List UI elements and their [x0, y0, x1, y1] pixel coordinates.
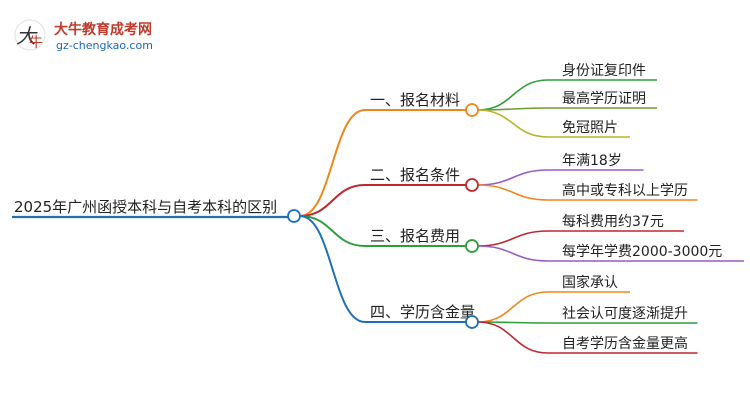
leaf-label[interactable]: 免冠照片: [562, 120, 618, 136]
branch-node-circle: [465, 178, 479, 192]
leaf-label[interactable]: 每科费用约37元: [562, 214, 664, 230]
branch-node[interactable]: 三、报名费用: [370, 227, 479, 253]
branch-label: 一、报名材料: [370, 91, 460, 109]
leaf-edge: [477, 321, 549, 354]
logo-title: 大牛教育成考网: [54, 21, 152, 38]
edges: [299, 79, 744, 354]
root-label: 2025年广州函授本科与自考本科的区别: [14, 198, 277, 216]
leaf-label[interactable]: 最高学历证明: [562, 90, 646, 107]
leaf-label[interactable]: 高中或专科以上学历: [562, 182, 688, 199]
leaf-edge: [477, 291, 549, 323]
leaf-label[interactable]: 身份证复印件: [562, 62, 646, 79]
branch-node-circle: [465, 315, 479, 329]
root-node[interactable]: 2025年广州函授本科与自考本科的区别: [12, 198, 301, 223]
branch-node[interactable]: 四、学历含金量: [370, 303, 479, 329]
root-node-circle: [287, 209, 301, 223]
branch-edge: [299, 109, 366, 217]
leaf-label[interactable]: 自考学历含金量更高: [562, 335, 688, 352]
logo-url: gz-chengkao.com: [56, 39, 153, 52]
branch-node-circle: [465, 239, 479, 253]
leaf-label[interactable]: 社会认可度逐渐提升: [562, 306, 688, 322]
branch-node[interactable]: 二、报名条件: [370, 166, 479, 192]
leaf-edge: [477, 169, 549, 186]
leaf-label[interactable]: 每学年学费2000-3000元: [562, 244, 722, 260]
leaf-edge: [477, 79, 549, 111]
branch-label: 三、报名费用: [370, 227, 460, 245]
logo: 大 牛 大牛教育成考网 gz-chengkao.com: [14, 19, 153, 52]
branch-node-circle: [465, 103, 479, 117]
leaf-edge: [477, 245, 549, 262]
leaf-edge: [477, 184, 549, 201]
svg-text:大: 大: [16, 24, 38, 48]
branch-edge: [299, 215, 366, 323]
logo-mark-icon: 大 牛: [14, 19, 46, 51]
branch-edge: [299, 184, 366, 217]
leaf-edge: [477, 109, 549, 138]
branch-label: 四、学历含金量: [370, 303, 475, 321]
leaf-label[interactable]: 国家承认: [562, 274, 618, 291]
svg-text:牛: 牛: [29, 35, 43, 51]
leaf-label[interactable]: 年满18岁: [562, 153, 622, 169]
branch-label: 二、报名条件: [370, 166, 460, 184]
leaf-edge: [477, 230, 549, 247]
branch-node[interactable]: 一、报名材料: [370, 91, 479, 117]
branch-edge: [299, 215, 366, 247]
